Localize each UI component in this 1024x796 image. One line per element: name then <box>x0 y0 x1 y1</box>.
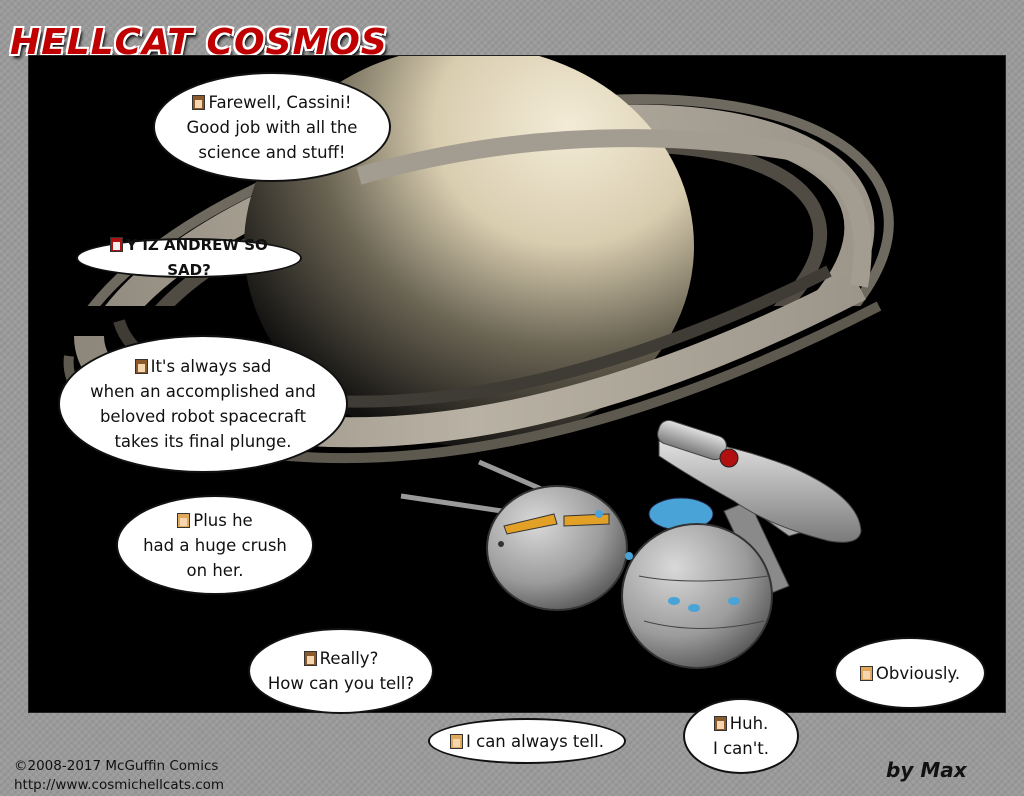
blonde-hair-face-icon <box>177 512 191 528</box>
speech-bubble-huh: Huh. I can't. <box>683 698 799 774</box>
bubble-text: Huh. I can't. <box>712 714 769 758</box>
speech-bubble-farewell: Farewell, Cassini! Good job with all the… <box>153 72 391 182</box>
cat-spaceship <box>400 419 862 669</box>
bubble-text: Plus he had a huge crush on her. <box>143 510 287 580</box>
brown-hair-face-icon <box>303 651 317 666</box>
speech-bubble-sad-question: Y IZ ANDREW SO SAD? <box>76 236 302 279</box>
brown-hair-face-icon <box>713 716 727 731</box>
copyright-text: ©2008-2017 McGuffin Comics <box>14 758 219 774</box>
footer-credits: ©2008-2017 McGuffin Comics http://www.co… <box>14 757 224 795</box>
bubble-text: I can always tell. <box>466 731 604 751</box>
speech-bubble-really: Really? How can you tell? <box>248 628 434 714</box>
bubble-text: Y IZ ANDREW SO SAD? <box>126 236 268 279</box>
brown-hair-face-icon <box>192 94 206 110</box>
bubble-text: Really? How can you tell? <box>267 649 415 693</box>
blonde-hair-face-icon <box>859 665 873 681</box>
red-hair-face-icon <box>110 237 124 252</box>
brown-hair-face-icon <box>134 359 148 374</box>
bubble-text: Farewell, Cassini! Good job with all the… <box>186 92 358 162</box>
bubble-text: It's always sad when an accomplished and… <box>90 357 316 451</box>
speech-bubble-always-sad: It's always sad when an accomplished and… <box>58 335 348 473</box>
website-url: http://www.cosmichellcats.com <box>14 777 225 793</box>
speech-bubble-always-tell: I can always tell. <box>428 718 626 764</box>
blonde-hair-face-icon <box>450 733 464 749</box>
author-byline: by Max <box>886 758 967 782</box>
bubble-text: Obviously. <box>875 663 961 683</box>
speech-bubble-obviously: Obviously. <box>834 637 986 709</box>
speech-bubble-crush: Plus he had a huge crush on her. <box>116 495 314 595</box>
